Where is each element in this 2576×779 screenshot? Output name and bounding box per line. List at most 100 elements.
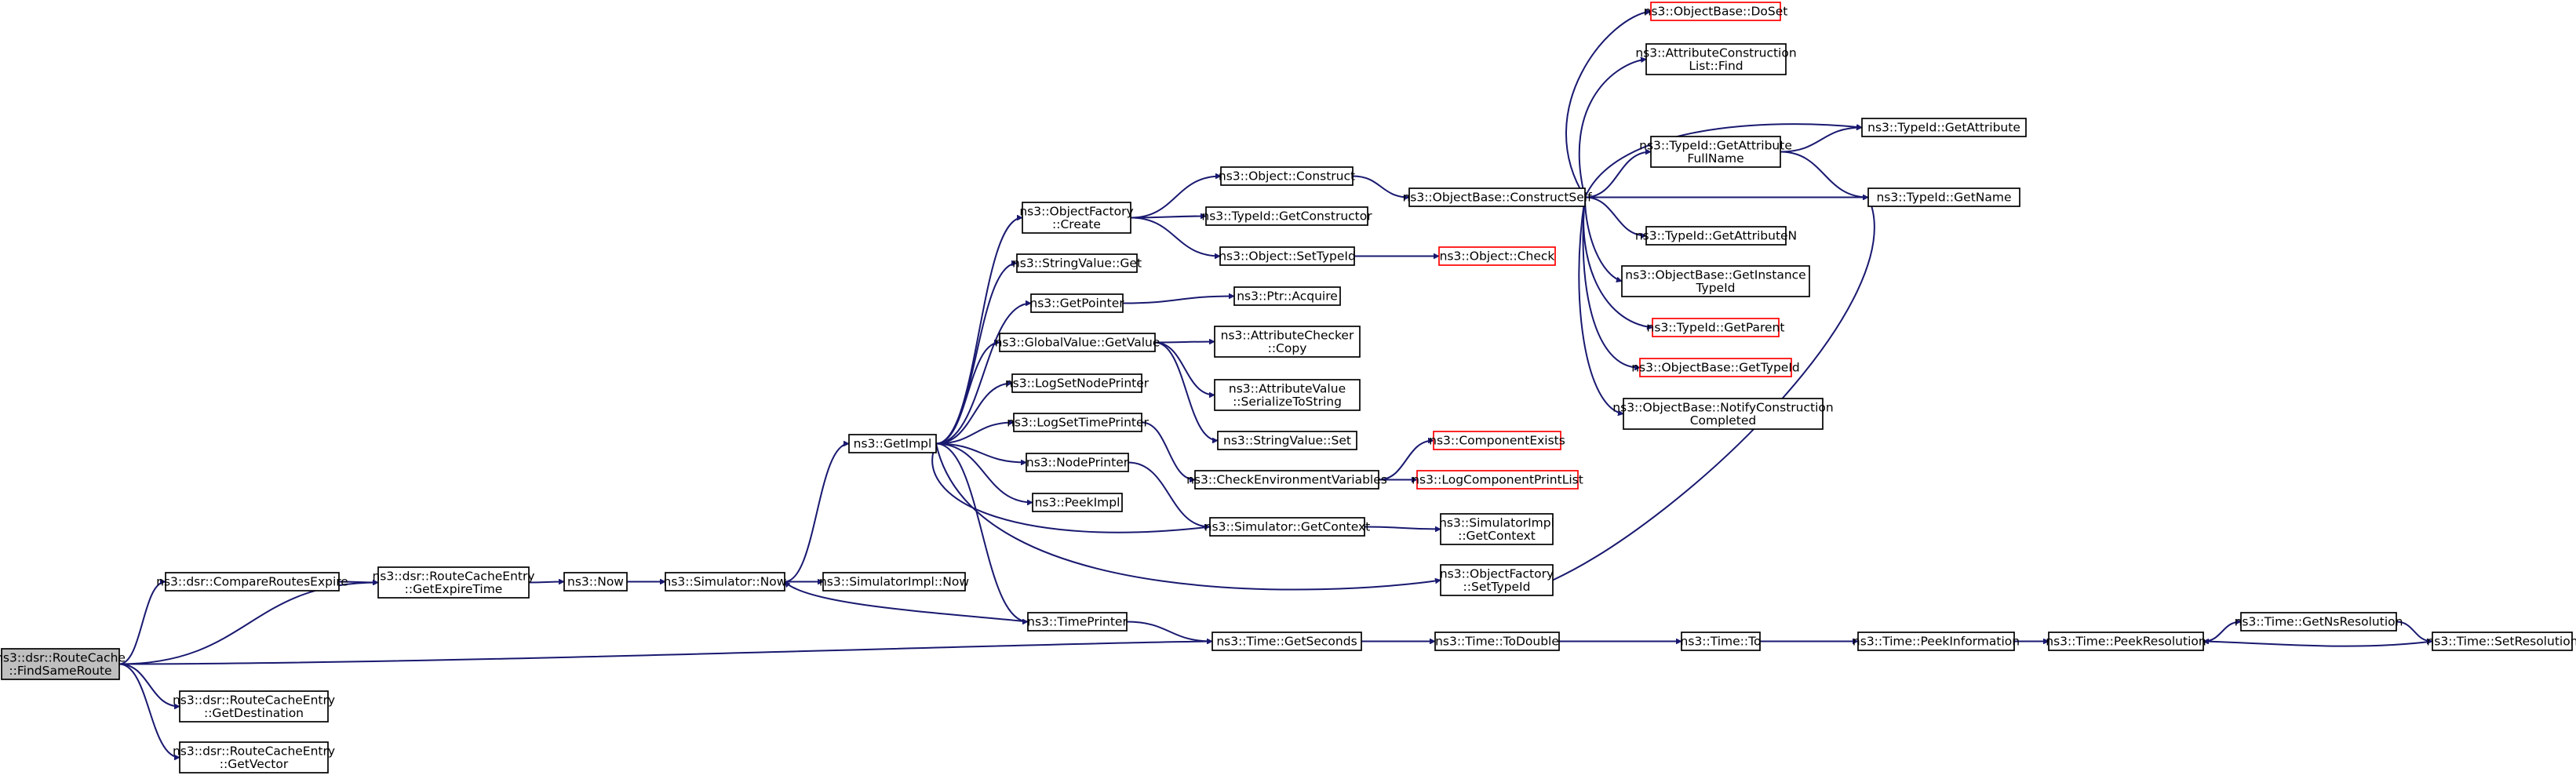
node-typeGetCtor[interactable]: ns3::TypeId::GetConstructor — [1201, 206, 1372, 226]
node-objSetTypeId[interactable]: ns3::Object::SetTypeId — [1219, 246, 1356, 266]
edge-line — [1584, 152, 1651, 198]
node-cmpExpire[interactable]: ns3::dsr::CompareRoutesExpire — [156, 572, 348, 592]
node-getPointer[interactable]: ns3::GetPointer — [1029, 293, 1124, 313]
edge-getImpl-to-timePrinter — [935, 442, 1029, 622]
node-logTimePrinter[interactable]: ns3::LogSetTimePrinter — [1007, 413, 1150, 432]
node-globalGet[interactable]: ns3::GlobalValue::GetValue — [995, 333, 1160, 352]
node-box — [2432, 632, 2573, 651]
node-objBaseGetTypeId[interactable]: ns3::ObjectBase::GetTypeId — [1631, 358, 1800, 377]
node-strValSet[interactable]: ns3::StringValue::Set — [1217, 431, 1357, 450]
node-ptrAcquire[interactable]: ns3::Ptr::Acquire — [1233, 286, 1341, 306]
node-objFactSetType[interactable]: ns3::ObjectFactory::SetTypeId — [1440, 564, 1554, 596]
node-box — [822, 572, 966, 592]
node-simImplGetCtx[interactable]: ns3::SimulatorImpl::GetContext — [1439, 513, 1554, 545]
node-objCheck[interactable]: ns3::Object::Check — [1438, 246, 1556, 266]
node-label: ns3::Ptr::Acquire — [1237, 289, 1338, 304]
node-objBaseCS[interactable]: ns3::ObjectBase::ConstructSelf — [1402, 187, 1592, 207]
node-getImpl[interactable]: ns3::GetImpl — [848, 434, 937, 453]
edge-line — [935, 442, 1029, 622]
edge-line — [935, 442, 1026, 463]
node-checkEnv[interactable]: ns3::CheckEnvironmentVariables — [1186, 470, 1387, 490]
node-now[interactable]: ns3::Now — [563, 572, 628, 592]
node-label: ns3::Time::GetNsResolution — [2235, 615, 2403, 629]
node-attrCheckerCopy[interactable]: ns3::AttributeChecker::Copy — [1214, 326, 1361, 358]
node-objBaseNotify[interactable]: ns3::ObjectBase::NotifyConstructionCompl… — [1612, 398, 1834, 430]
node-timePeekRes[interactable]: ns3::Time::PeekResolution — [2046, 632, 2206, 651]
edge-line — [118, 582, 166, 665]
edge-objFactSetType-to-typeGetName — [1552, 198, 1875, 581]
node-timePeekInfo[interactable]: ns3::Time::PeekInformation — [1853, 632, 2020, 651]
edge-line — [935, 304, 1031, 445]
node-box — [1433, 431, 1561, 450]
node-getExpire[interactable]: ns3::dsr::RouteCacheEntry::GetExpireTime — [372, 566, 535, 599]
edge-line — [2203, 642, 2433, 647]
node-box — [1011, 373, 1142, 393]
node-typeGetAttr[interactable]: ns3::TypeId::GetAttribute — [1861, 118, 2027, 137]
node-box — [2048, 632, 2204, 651]
edge-line — [118, 583, 378, 665]
node-objFactCreate[interactable]: ns3::ObjectFactory::Create — [1019, 202, 1134, 234]
node-label: ns3::StringValue::Set — [1223, 434, 1351, 448]
node-getVector[interactable]: ns3::dsr::RouteCacheEntry::GetVector — [173, 741, 335, 774]
node-box — [1621, 265, 1810, 297]
node-box — [1194, 470, 1379, 490]
node-simGetCtx[interactable]: ns3::Simulator::GetContext — [1204, 517, 1371, 537]
edge-line — [935, 443, 1441, 591]
node-label: ns3::ObjectBase::GetTypeId — [1631, 361, 1800, 375]
node-attrValSer[interactable]: ns3::AttributeValue::SerializeToString — [1214, 379, 1361, 411]
node-label: ns3::TimePrinter — [1027, 615, 1128, 629]
node-objConstruct[interactable]: ns3::Object::Construct — [1219, 166, 1355, 186]
node-box — [1013, 413, 1142, 432]
node-compExists[interactable]: ns3::ComponentExists — [1429, 431, 1565, 450]
node-box — [1026, 453, 1129, 472]
node-timeGetSec[interactable]: ns3::Time::GetSeconds — [1211, 632, 1362, 651]
edge-simGetCtx-to-getImpl — [932, 444, 1211, 533]
node-label: ns3::Time::PeekResolution — [2046, 635, 2206, 649]
edge-line — [1154, 341, 1215, 395]
node-box — [848, 434, 937, 453]
node-timeTo[interactable]: ns3::Time::To — [1681, 632, 1762, 651]
node-logNodePrinter[interactable]: ns3::LogSetNodePrinter — [1005, 373, 1150, 393]
node-simNow[interactable]: ns3::Simulator::Now — [664, 572, 787, 592]
node-objBaseDoSet[interactable]: ns3::ObjectBase::DoSet — [1644, 2, 1788, 21]
node-logCompPrint[interactable]: ns3::LogComponentPrintList — [1412, 470, 1583, 490]
node-box — [1650, 2, 1781, 21]
node-simImplNow[interactable]: ns3::SimulatorImpl::Now — [819, 572, 969, 592]
node-timeToDouble[interactable]: ns3::Time::ToDouble — [1434, 632, 1560, 651]
node-label: Completed — [1690, 413, 1757, 428]
node-box — [1211, 632, 1362, 651]
node-box — [999, 333, 1156, 352]
node-typeGetName[interactable]: ns3::TypeId::GetName — [1867, 187, 2020, 207]
node-getDest[interactable]: ns3::dsr::RouteCacheEntry::GetDestinatio… — [173, 690, 335, 723]
edge-getImpl-to-strValGet — [935, 264, 1018, 445]
node-label: ns3::Time::GetSeconds — [1216, 635, 1357, 649]
node-label: ns3::Now — [567, 575, 624, 589]
node-label: ns3::LogSetTimePrinter — [1007, 416, 1149, 430]
node-timePrinter[interactable]: ns3::TimePrinter — [1027, 612, 1128, 632]
node-timeGetNsRes[interactable]: ns3::Time::GetNsResolution — [2235, 612, 2403, 632]
node-typeGetParent[interactable]: ns3::TypeId::GetParent — [1647, 318, 1785, 337]
edge-objBaseCS-to-typeGetAttr — [1584, 123, 1862, 198]
node-label: ns3::ObjectFactory — [1440, 566, 1554, 581]
node-nodePrinter[interactable]: ns3::NodePrinter — [1026, 453, 1129, 472]
node-box — [1650, 136, 1781, 168]
node-typeGetAttrN[interactable]: ns3::TypeId::GetAttributeN — [1635, 226, 1797, 246]
node-label: ns3::Simulator::GetContext — [1204, 520, 1371, 534]
node-label: ns3::AttributeChecker — [1221, 328, 1354, 342]
edge-line — [1584, 123, 1862, 198]
node-box — [1861, 118, 2027, 137]
edge-line — [784, 444, 850, 583]
edge-root-to-cmpExpire — [118, 582, 166, 665]
node-label: ns3::ObjectBase::NotifyConstruction — [1612, 400, 1833, 414]
node-label: ns3::Time::To — [1681, 635, 1762, 649]
node-label: ns3::Time::ToDouble — [1435, 635, 1559, 649]
node-label: ::SerializeToString — [1233, 395, 1342, 409]
node-box — [1639, 358, 1792, 377]
node-strValGet[interactable]: ns3::StringValue::Get — [1012, 253, 1142, 273]
node-timeSetRes[interactable]: ns3::Time::SetResolution — [2426, 632, 2576, 651]
node-peekImpl[interactable]: ns3::PeekImpl — [1032, 493, 1123, 512]
node-root[interactable]: ns3::dsr::RouteCache::FindSameRoute — [0, 648, 126, 680]
